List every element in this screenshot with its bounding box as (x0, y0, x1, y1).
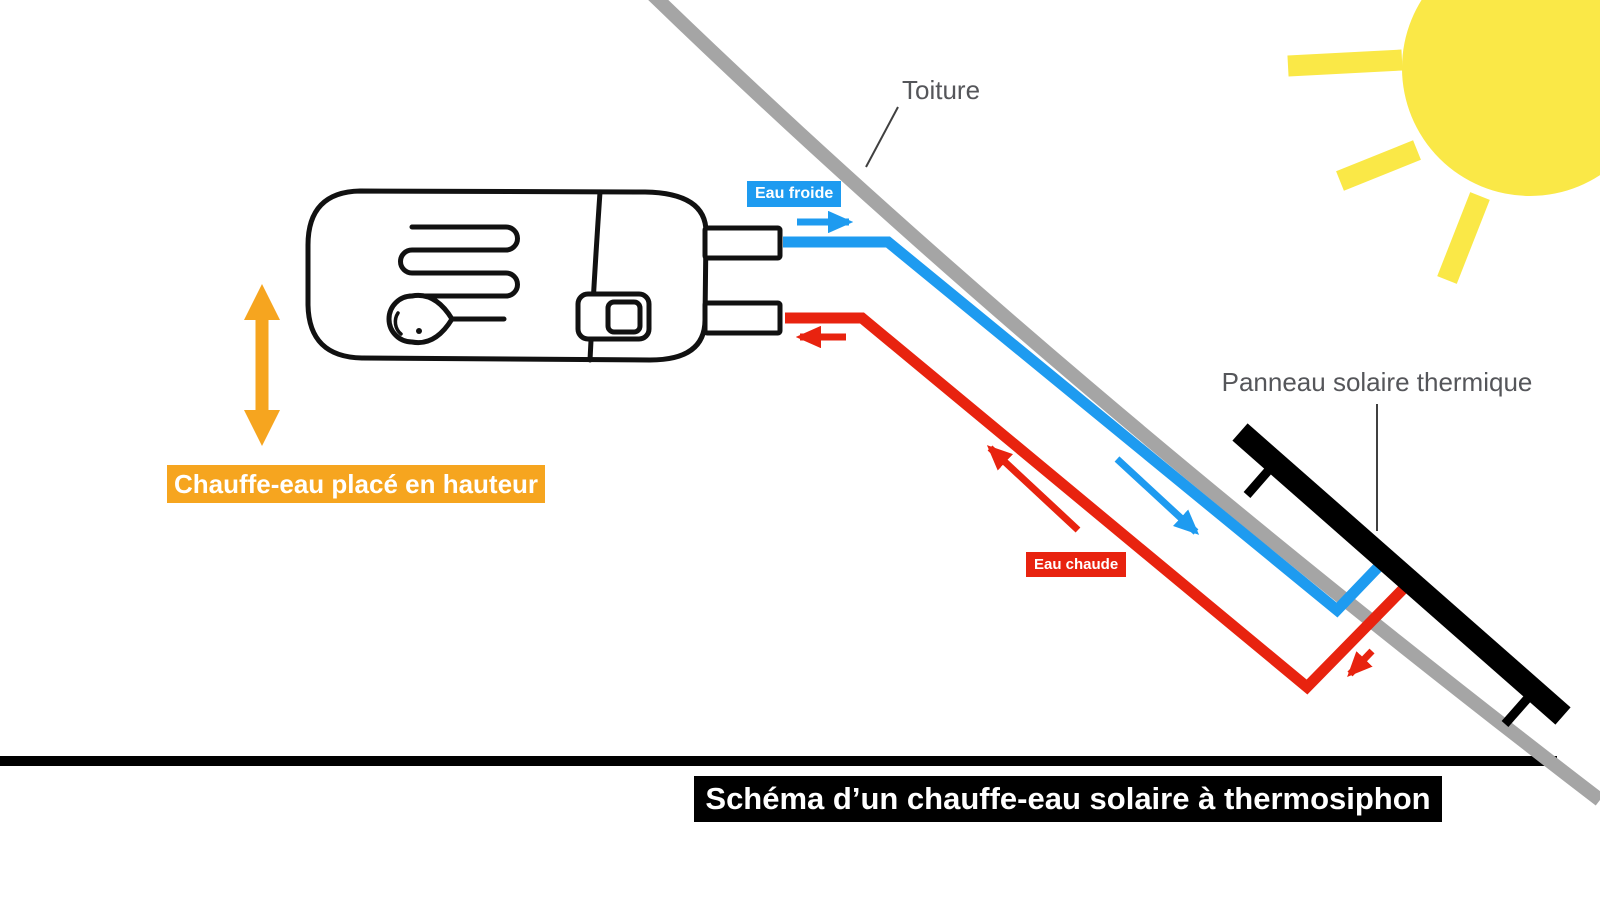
hot-flow-arrow-panel-icon (1347, 648, 1375, 678)
droplet-highlight (393, 311, 403, 336)
cold-water-pipe (783, 236, 1388, 618)
droplet-dot (416, 328, 422, 334)
panel-label: Panneau solaire thermique (1221, 367, 1533, 397)
roof-label: Toiture (902, 75, 981, 105)
sun-ray-left (1287, 49, 1403, 77)
heater-element-droplet (386, 292, 455, 346)
sun-ray-down (1437, 192, 1490, 284)
heater-height-label: Chauffe-eau placé en hauteur (167, 465, 545, 503)
heater-outlet-bottom (702, 300, 783, 336)
sun-disc (1402, 0, 1600, 196)
roof-pointer-line (865, 106, 899, 168)
water-heater (305, 188, 783, 363)
ground-line (0, 756, 1557, 766)
hot-flow-arrow-diagonal-icon (986, 445, 1081, 533)
panel-support-leg-top (1243, 460, 1279, 498)
hot-water-label: Eau chaude (1026, 552, 1127, 577)
cold-water-label: Eau froide (747, 181, 842, 207)
sun-ray-lower-left (1336, 140, 1421, 191)
height-double-arrow-icon (244, 284, 280, 446)
height-arrow-head-down (244, 410, 280, 446)
sun-icon (1287, 0, 1600, 284)
heater-outlet-top (702, 225, 783, 261)
solar-panel (1232, 423, 1571, 727)
roof-line (648, 0, 1600, 806)
heater-control-button (605, 299, 643, 335)
height-arrow-head-up (244, 284, 280, 320)
diagram-title: Schéma d’un chauffe-eau solaire à thermo… (694, 776, 1442, 822)
hot-water-pipe (785, 312, 1411, 695)
solar-panel-bar (1232, 423, 1571, 725)
panel-support-leg-bottom (1501, 687, 1539, 727)
cold-flow-arrow-diagonal-icon (1114, 456, 1200, 535)
